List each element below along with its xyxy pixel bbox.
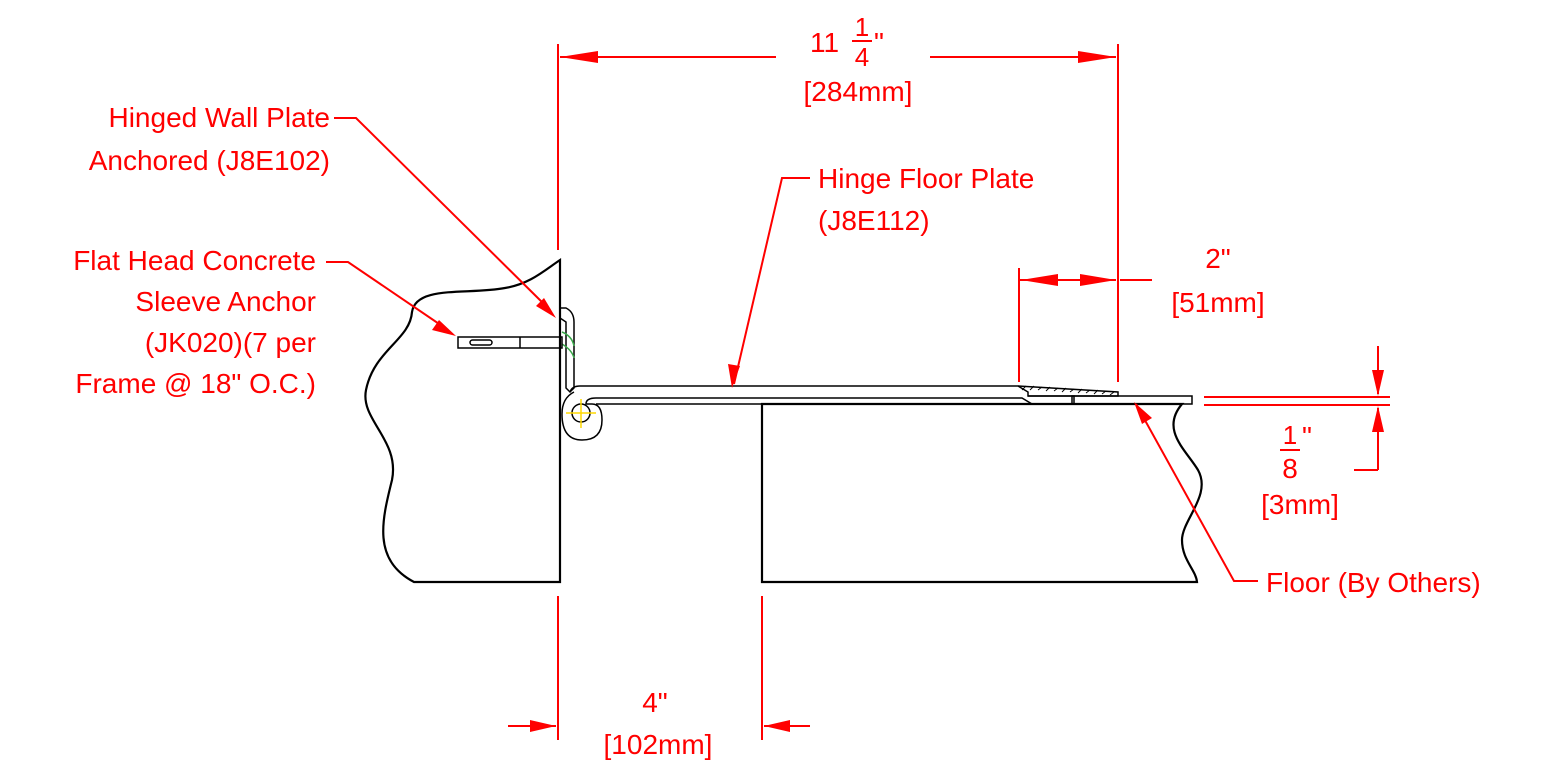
svg-text:Sleeve Anchor: Sleeve Anchor — [135, 286, 316, 317]
svg-text:(J8E112): (J8E112) — [818, 205, 930, 236]
svg-text:[284mm]: [284mm] — [804, 76, 913, 107]
dimension-thickness: 1 8 " [3mm] — [1261, 346, 1384, 520]
sleeve-anchor — [457, 336, 563, 349]
dimension-overall: 11 1 4 " [284mm] — [560, 12, 1116, 107]
svg-text:4: 4 — [855, 42, 869, 72]
svg-text:2": 2" — [1205, 243, 1231, 274]
svg-text:": " — [1302, 421, 1312, 452]
callout-wall-plate: Hinged Wall Plate Anchored (J8E102) — [89, 102, 556, 318]
callout-floor: Floor (By Others) — [1134, 402, 1481, 598]
wall-plate — [559, 307, 575, 394]
svg-text:1: 1 — [1283, 420, 1297, 450]
svg-text:11: 11 — [810, 27, 839, 58]
svg-text:Flat Head Concrete: Flat Head Concrete — [73, 245, 316, 276]
svg-text:(JK020)(7 per: (JK020)(7 per — [145, 327, 316, 358]
floor-slab — [760, 402, 1203, 584]
callout-floor-plate: Hinge Floor Plate (J8E112) — [728, 163, 1034, 388]
svg-text:Anchored (J8E102): Anchored (J8E102) — [89, 145, 330, 176]
dimension-plate-end: 2" [51mm] — [1019, 243, 1265, 318]
svg-text:1: 1 — [855, 12, 869, 42]
hinge-knuckle — [561, 391, 603, 441]
callout-anchor: Flat Head Concrete Sleeve Anchor (JK020)… — [73, 245, 456, 399]
svg-text:8: 8 — [1282, 453, 1298, 484]
floor-topping — [1071, 395, 1193, 405]
dimension-gap: 4" [102mm] — [508, 687, 810, 760]
hinge-floor-plate — [569, 385, 1119, 405]
svg-text:[51mm]: [51mm] — [1171, 287, 1264, 318]
svg-text:[3mm]: [3mm] — [1261, 489, 1339, 520]
svg-text:Frame @ 18" O.C.): Frame @ 18" O.C.) — [75, 368, 316, 399]
wall-concrete — [364, 257, 562, 584]
svg-text:": " — [874, 27, 884, 58]
svg-text:Floor (By Others): Floor (By Others) — [1266, 567, 1481, 598]
svg-text:Hinged Wall Plate: Hinged Wall Plate — [108, 102, 330, 133]
svg-text:4": 4" — [642, 687, 668, 718]
wall-plate-weld — [561, 331, 575, 359]
svg-text:Hinge Floor Plate: Hinge Floor Plate — [818, 163, 1034, 194]
svg-text:[102mm]: [102mm] — [604, 729, 713, 760]
